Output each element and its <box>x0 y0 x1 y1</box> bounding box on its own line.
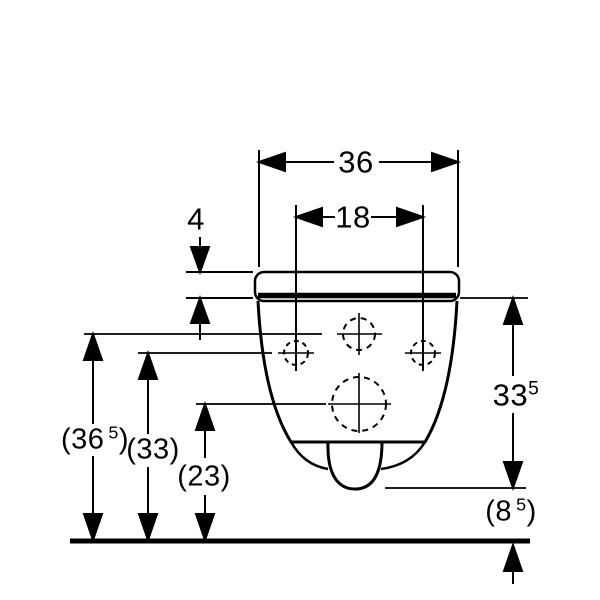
dim-8-5 <box>502 541 524 584</box>
dim-value: 4 <box>187 201 205 237</box>
arrow-down-icon <box>502 461 524 492</box>
arrow-left-icon <box>292 206 323 228</box>
dim-value: 36 <box>338 144 374 180</box>
arrow-down-icon <box>189 246 211 275</box>
dim-36 <box>255 150 462 267</box>
dim-value: 33 <box>492 377 529 413</box>
toilet-body <box>256 300 459 444</box>
arrow-right-icon <box>431 151 462 173</box>
arrow-right-icon <box>396 206 427 228</box>
arrow-down-icon <box>137 513 159 544</box>
dim-label-4: 4 <box>187 204 205 235</box>
dim-label-33-5: 335 <box>493 380 540 411</box>
dim-18 <box>292 205 427 371</box>
toilet-dish-curve-left <box>289 441 329 471</box>
dim-23 <box>194 400 216 544</box>
dim-label-36: 36 <box>338 147 373 178</box>
dim-value: (8 <box>485 495 513 528</box>
arrow-up-icon <box>82 330 104 361</box>
dim-label-33: (33) <box>126 433 180 466</box>
toilet-outlet <box>326 441 384 491</box>
toilet-outline <box>253 270 461 491</box>
reference-lines <box>84 297 528 489</box>
dim-36-5 <box>82 330 104 544</box>
dim-label-18: 18 <box>335 202 370 233</box>
toilet-dish-curve-right <box>380 441 427 471</box>
dim-value: ) <box>118 423 130 456</box>
dim-value: 18 <box>335 199 371 235</box>
arrow-down-icon <box>82 513 104 544</box>
dim-superscript: 5 <box>528 378 540 400</box>
dim-superscript: 5 <box>108 422 119 443</box>
dim-33-5 <box>502 294 524 492</box>
dim-value: (23) <box>177 460 231 493</box>
arrow-down-icon <box>194 513 216 544</box>
dim-4 <box>186 237 253 340</box>
arrow-up-icon <box>502 294 524 325</box>
arrow-up-icon <box>194 400 216 431</box>
dim-value: (36 <box>60 423 105 456</box>
arrow-up-icon <box>189 295 211 324</box>
dim-33 <box>137 349 159 544</box>
dim-superscript: 5 <box>516 494 527 515</box>
dim-value: ) <box>526 495 537 528</box>
dim-label-23: (23) <box>177 460 231 493</box>
dim-value: (33) <box>126 433 180 466</box>
arrow-up-icon <box>137 349 159 380</box>
arrow-up-icon <box>502 541 524 572</box>
arrow-left-icon <box>255 151 286 173</box>
